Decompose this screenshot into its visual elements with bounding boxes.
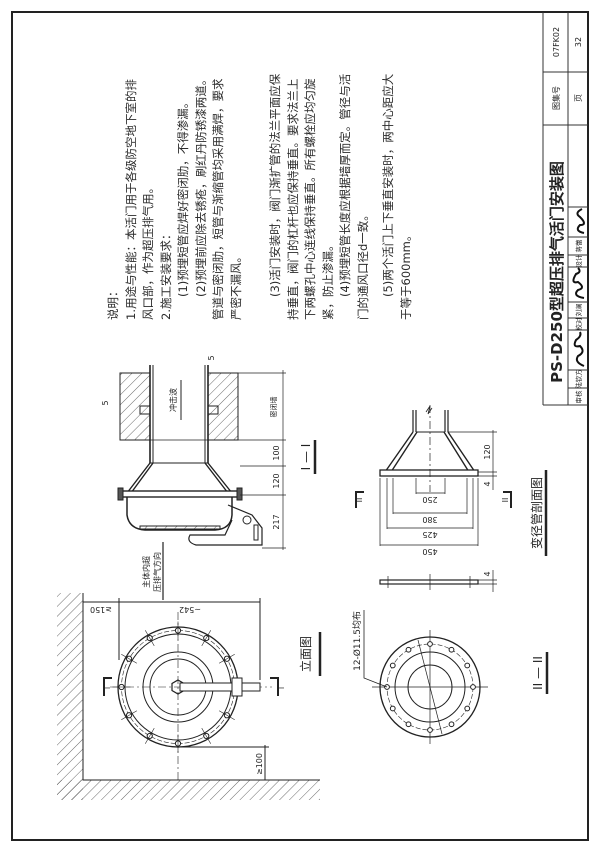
reducer-dim-4-flange: 4 xyxy=(483,481,492,486)
signatures xyxy=(572,208,585,367)
title-block xyxy=(542,12,588,406)
page-number: 32 xyxy=(574,37,583,47)
section-1-1-drawing xyxy=(117,365,317,600)
cut-mark-1-left: I xyxy=(104,687,112,689)
holes-note: 12-Ø11.5均布 xyxy=(351,611,363,671)
bolt-hole xyxy=(405,721,412,728)
review-name: 陆钦方 xyxy=(574,369,583,389)
note-line: 于等于600mm。 xyxy=(398,229,413,320)
note-line: (5)两个活门上下垂直安装时，两中心距应大 xyxy=(381,73,395,297)
check-name: 刘澜 xyxy=(574,304,583,317)
notes: 说明： 1.用途与性能：本活门用于各级防空地下室的排 风口部，作为超压排气用。 … xyxy=(105,45,425,320)
reducer-dim-450: 450 xyxy=(422,547,437,556)
note-line: (3)活门安装时，阀门渐扩管的法兰平面应保 xyxy=(268,73,282,297)
dim-217: 217 xyxy=(272,514,281,529)
note-line: 门的通风口径d一致。 xyxy=(355,209,370,320)
reducer-dim-4-plate: 4 xyxy=(483,571,492,576)
reducer-section-drawing xyxy=(355,405,548,592)
check-label: 校对 xyxy=(574,317,583,331)
bolt-hole xyxy=(427,641,433,647)
note-line: 严密不漏风。 xyxy=(228,251,243,320)
exhaust-direction-label-2: 压排气方向 xyxy=(152,552,162,592)
review-label: 审核 xyxy=(574,390,583,404)
exhaust-direction-label-1: 主体内超 xyxy=(141,556,151,588)
elevation-dim-100: ≥100 xyxy=(255,753,264,775)
note-line: 2.施工安装要求： xyxy=(158,228,173,320)
dim-120: 120 xyxy=(272,473,281,488)
shockwave-label: 冲击波 xyxy=(168,388,178,412)
bolt-hole xyxy=(405,646,412,653)
bolt-hole xyxy=(470,684,476,690)
dim-5-top: 5 xyxy=(207,355,216,360)
bolt-tick xyxy=(121,710,138,721)
bolt-hole xyxy=(464,662,471,669)
reducer-dim-120: 120 xyxy=(483,444,492,459)
airtight-wall-label: 密闭墙 xyxy=(269,397,278,418)
reducer-dim-425: 425 xyxy=(422,530,437,539)
atlas-no: 07FK02 xyxy=(552,27,561,57)
elevation-drawing xyxy=(57,593,322,800)
reducer-dim-380: 380 xyxy=(422,515,437,524)
design-label: 设计 xyxy=(574,254,583,268)
bolt-tick xyxy=(201,727,212,744)
bolt-tick xyxy=(201,630,212,647)
note-line: 下两螺孔中心连线保持垂直。所有螺栓应均匀旋 xyxy=(303,78,317,321)
bolt-hole xyxy=(389,705,396,712)
cut-mark-2-right: II xyxy=(501,498,510,503)
cut-mark-2-left: II xyxy=(355,498,364,503)
bolt-hole xyxy=(427,727,433,733)
note-line: 管道与密闭肋，短管与渐缩管均采用满焊，要求 xyxy=(211,78,225,321)
bolt-tick xyxy=(218,653,235,664)
bolt-tick xyxy=(121,653,138,664)
bolt-hole xyxy=(389,662,396,669)
sheet-border xyxy=(11,11,589,841)
design-name: 蒋蕾 xyxy=(574,239,583,253)
bolt-hole xyxy=(448,721,455,728)
bolt-hole xyxy=(448,646,455,653)
elevation-dim-150: ≥150 xyxy=(90,605,112,614)
drawing-title: PS-D250型超压排气活门安装图 xyxy=(548,161,566,383)
atlas-no-label: 图集号 xyxy=(551,86,561,110)
section-1-1-label: I — I xyxy=(299,444,313,471)
elevation-label: 立面图 xyxy=(298,636,313,672)
note-line: 1.用途与性能：本活门用于各级防空地下室的排 xyxy=(123,79,138,320)
section-2-2-label: II — II xyxy=(531,656,545,690)
note-line: 持垂直，阀门的杠杆也应保持垂直。要求法兰上 xyxy=(285,78,300,321)
reducer-dim-250: 250 xyxy=(422,495,437,504)
note-line: 紧，防止渗漏。 xyxy=(320,239,335,321)
note-line: 风口部，作为超压排气用。 xyxy=(141,182,155,320)
section-2-2-drawing xyxy=(363,610,488,744)
bolt-tick xyxy=(144,727,155,744)
dim-5-side: 5 xyxy=(101,400,110,405)
page-label: 页 xyxy=(574,94,583,102)
note-line: (1)预埋短管应焊好密闭肋，不得渗漏。 xyxy=(176,96,190,297)
notes-heading: 说明： xyxy=(106,285,120,321)
dim-100: 100 xyxy=(272,445,281,460)
bolt-hole xyxy=(464,705,471,712)
bolt-tick xyxy=(144,630,155,647)
reducer-section-label: 变径管剖面图 xyxy=(529,477,544,549)
note-line: (2)预埋前应除去锈疮，刷红丹防锈漆两道。 xyxy=(193,73,208,297)
bolt-tick xyxy=(218,710,235,721)
elevation-dim-542: ~542 xyxy=(179,605,201,614)
cut-mark-1-right: I xyxy=(278,687,286,689)
note-line: (4)预埋短管长度应根据墙厚而定。管径与活 xyxy=(338,73,352,297)
